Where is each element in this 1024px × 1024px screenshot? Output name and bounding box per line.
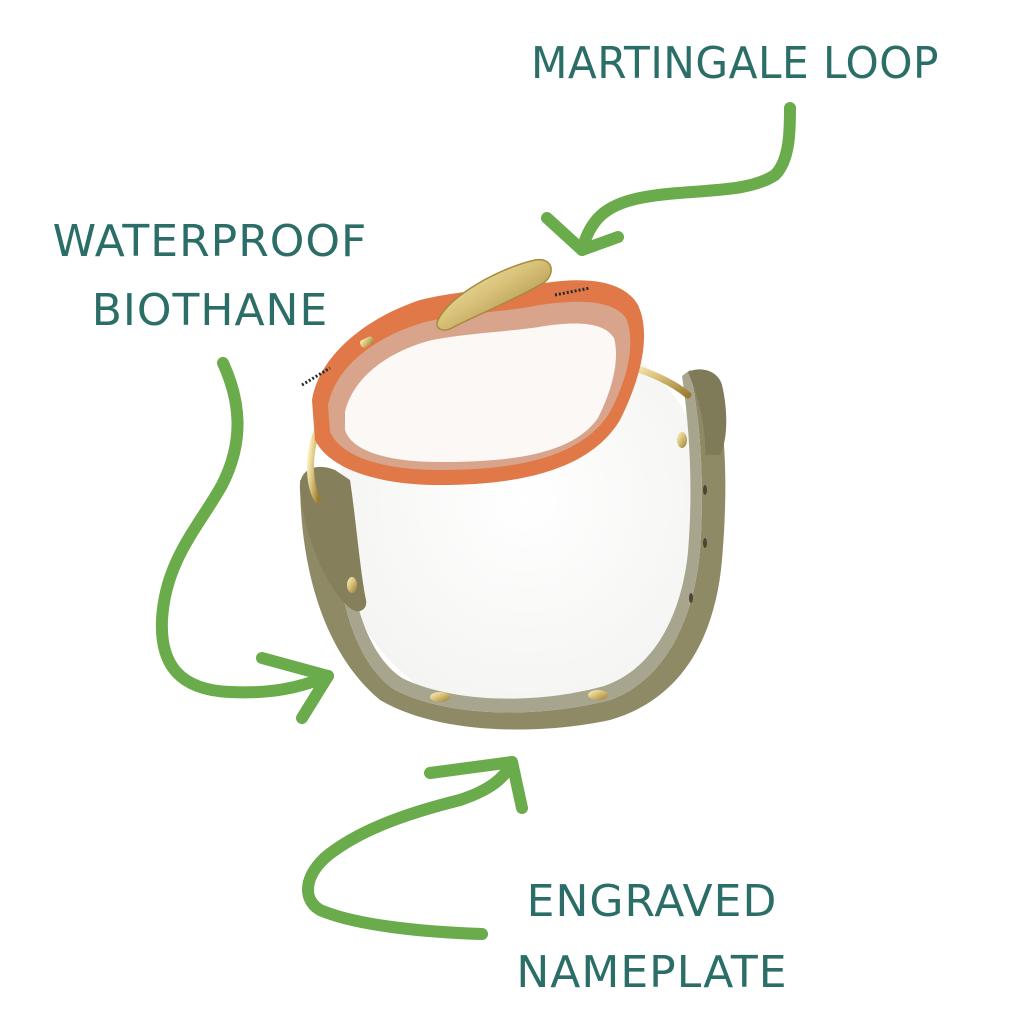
label-line: MARTINGALE LOOP bbox=[531, 38, 939, 89]
arrow-shaft bbox=[302, 756, 518, 940]
arrow-to-nameplate bbox=[302, 756, 528, 940]
loop-edge-mark bbox=[554, 286, 591, 297]
label-line: BIOTHANE bbox=[91, 285, 329, 336]
brass-slide bbox=[359, 258, 552, 348]
arrow-head-icon bbox=[424, 756, 528, 814]
loop-edge-mark bbox=[301, 366, 331, 387]
arrow-to-biothane bbox=[155, 357, 334, 724]
arrow-head-icon bbox=[256, 652, 334, 724]
hole bbox=[703, 538, 707, 548]
right-fold bbox=[688, 369, 727, 455]
label-waterproof-biothane: WATERPROOF BIOTHANE bbox=[40, 220, 380, 333]
label-line: WATERPROOF bbox=[52, 216, 368, 267]
arrow-head-icon bbox=[541, 212, 624, 256]
rivet bbox=[588, 690, 608, 700]
loop-opening bbox=[345, 323, 617, 462]
rivet bbox=[677, 432, 687, 448]
rivet bbox=[347, 577, 357, 593]
label-engraved-nameplate: ENGRAVED NAMEPLATE bbox=[507, 880, 797, 995]
label-line: ENGRAVED bbox=[526, 876, 778, 927]
hole bbox=[703, 485, 707, 495]
rivet bbox=[430, 692, 450, 702]
slide-bar bbox=[436, 258, 552, 331]
label-martingale-loop: MARTINGALE LOOP bbox=[531, 42, 939, 86]
label-line: NAMEPLATE bbox=[516, 947, 788, 998]
martingale-loop-strap bbox=[301, 280, 645, 485]
keeper-rivet bbox=[359, 336, 375, 348]
arrow-shaft bbox=[576, 102, 796, 256]
arrow-to-martingale-loop bbox=[541, 102, 796, 256]
hole bbox=[689, 593, 693, 603]
arrow-shaft bbox=[155, 357, 334, 699]
